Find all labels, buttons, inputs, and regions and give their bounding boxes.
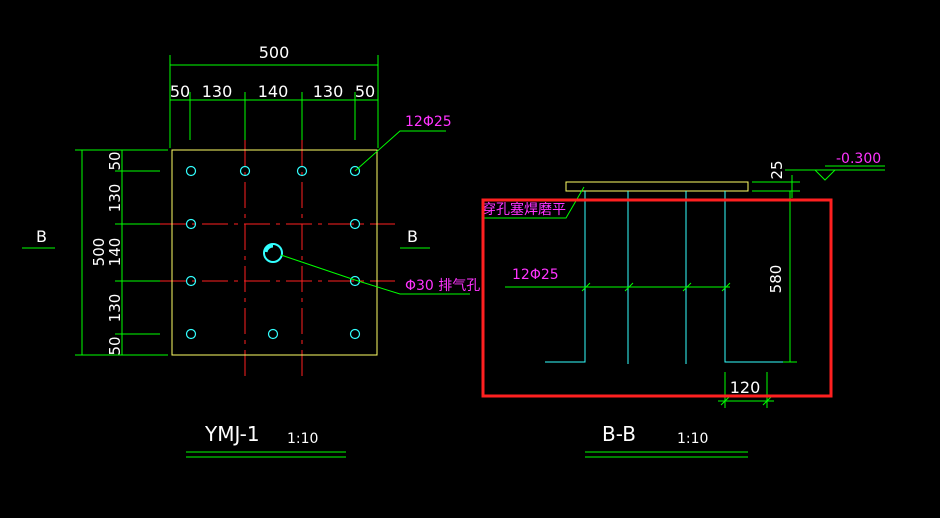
plan-left-dimensions xyxy=(75,149,168,356)
section-title-underline xyxy=(585,451,748,458)
bottom-dim xyxy=(718,372,774,408)
plan-left-dim-3: 140 xyxy=(106,238,124,267)
vent-hole-icon xyxy=(263,243,283,263)
vent-hole-label: Φ30 排气孔 xyxy=(405,278,480,294)
section-scale: 1:10 xyxy=(677,431,708,447)
elevation-label: -0.300 xyxy=(836,151,881,167)
plan-top-dim-text: 500 50 130 140 130 50 xyxy=(170,43,375,101)
plan-left-dim-text: 500 50 130 140 130 50 xyxy=(90,151,124,355)
plan-scale: 1:10 xyxy=(287,431,318,447)
plan-top-dim-2: 130 xyxy=(202,82,233,101)
weld-note-leader xyxy=(482,186,585,219)
plan-top-dim-3: 140 xyxy=(258,82,289,101)
section-title: B-B xyxy=(602,422,636,446)
plan-leaders xyxy=(22,130,470,295)
weld-note-label: 穿孔塞焊磨平 xyxy=(482,201,566,218)
plan-left-dim-4: 130 xyxy=(106,294,124,323)
plan-view: 500 50 130 140 130 50 500 50 130 140 130… xyxy=(22,43,480,458)
base-plate-outline xyxy=(171,149,378,356)
bolt-holes xyxy=(185,165,361,340)
embed-length-dim xyxy=(783,190,797,363)
plan-title-underline xyxy=(186,451,346,458)
plan-left-dim-2: 130 xyxy=(106,184,124,213)
bottom-dim-label: 120 xyxy=(730,378,761,397)
section-mark-right: B xyxy=(407,227,418,246)
anchor-bars xyxy=(545,191,790,364)
plan-left-dim-5: 50 xyxy=(106,336,124,355)
section-bolt-label: 12Φ25 xyxy=(512,267,559,283)
plan-top-total-dim: 500 xyxy=(259,43,290,62)
elevation-symbol xyxy=(785,165,885,181)
plan-top-dim-1: 50 xyxy=(170,82,190,101)
highlight-box xyxy=(481,198,833,398)
plan-top-dim-4: 130 xyxy=(313,82,344,101)
section-rebar-line xyxy=(505,282,731,292)
plan-title: YMJ-1 xyxy=(204,422,260,446)
plan-bolt-label: 12Φ25 xyxy=(405,114,452,130)
plan-top-dim-5: 50 xyxy=(355,82,375,101)
plan-centerlines xyxy=(160,140,395,380)
plan-top-dimensions xyxy=(169,55,379,148)
plan-left-dim-1: 50 xyxy=(106,151,124,170)
section-mark-left: B xyxy=(36,227,47,246)
section-base-plate xyxy=(565,181,749,192)
section-view: -0.300 25 12Φ25 580 xyxy=(481,151,885,458)
plan-left-total-dim: 500 xyxy=(90,238,108,267)
embed-length-label: 580 xyxy=(767,265,785,294)
plate-thickness-label: 25 xyxy=(768,160,786,179)
